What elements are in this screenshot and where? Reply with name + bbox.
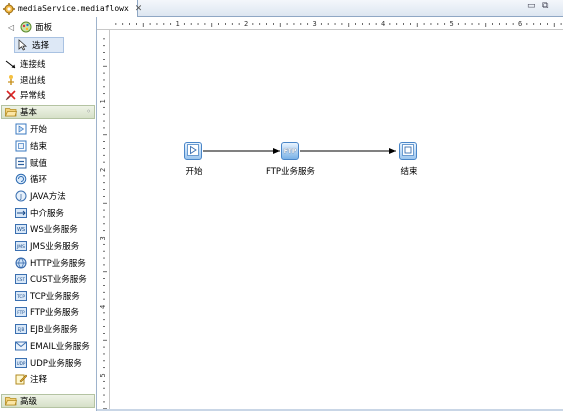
udp-service-icon: UDP — [15, 357, 27, 369]
minimize-icon[interactable]: ▭ — [527, 1, 536, 11]
start-node-label: 开始 — [185, 167, 203, 177]
palette-item-loop[interactable]: 循环 — [0, 171, 96, 187]
editor-tab-bar: mediaService.mediaflowx ✕ ▭ ⧉ — [0, 0, 563, 17]
palette-title: 面板 — [35, 23, 53, 33]
editor-tab[interactable]: mediaService.mediaflowx ✕ — [0, 0, 142, 17]
flow-connections — [203, 148, 396, 154]
ftp-node-label: FTP业务服务 — [266, 167, 316, 177]
assign-icon — [15, 157, 27, 169]
ruler-number: 5 — [99, 373, 107, 377]
ruler-number: 3 — [313, 20, 317, 28]
loop-icon — [15, 173, 27, 185]
start-icon — [15, 123, 27, 135]
palette-tool-exception-line[interactable]: 异常线 — [0, 87, 96, 103]
svg-text:EJB: EJB — [18, 327, 25, 332]
palette-item-end[interactable]: 结束 — [0, 138, 96, 154]
svg-text:FTP: FTP — [17, 310, 25, 315]
ftp-node-icon: FTP — [283, 147, 297, 155]
palette-item-email-service[interactable]: EMAIL业务服务 — [0, 338, 96, 354]
pin-icon[interactable]: ◦ — [86, 107, 91, 116]
http-service-icon — [15, 257, 27, 269]
ftp-service-icon: FTP — [15, 306, 27, 318]
close-icon[interactable]: ✕ — [134, 3, 143, 14]
start-node-icon — [187, 143, 199, 159]
cust-service-icon: CST — [15, 273, 27, 285]
canvas-bottom-border — [97, 409, 563, 411]
end-icon — [15, 140, 27, 152]
connection-icon — [5, 58, 17, 70]
flow-canvas[interactable]: 开始 FTP FTP业务服务 结束 — [110, 30, 563, 411]
svg-text:CST: CST — [17, 277, 25, 282]
java-method-icon: J — [15, 190, 27, 202]
start-node[interactable] — [184, 142, 202, 160]
ftp-node[interactable]: FTP — [281, 142, 299, 160]
exit-line-icon — [5, 74, 17, 86]
end-node[interactable] — [399, 142, 417, 160]
palette-header[interactable]: ◁ 面板 — [0, 19, 96, 35]
collapse-palette-icon[interactable]: ◁ — [8, 22, 15, 32]
email-service-icon — [15, 340, 27, 352]
palette-tool-select[interactable]: 选择 — [14, 37, 64, 53]
palette-item-assign[interactable]: 赋值 — [0, 155, 96, 171]
ruler-number: 3 — [99, 236, 107, 240]
ruler-number: 2 — [99, 168, 107, 172]
ruler-number: 5 — [450, 20, 454, 28]
palette-item-mediation[interactable]: 中介服务 — [0, 205, 96, 221]
ruler-number: 1 — [176, 20, 180, 28]
palette-item-http-service[interactable]: HTTP业务服务 — [0, 255, 96, 271]
ruler-number: 6 — [518, 20, 522, 28]
tcp-service-icon: TCP — [15, 290, 27, 302]
svg-text:J: J — [19, 193, 22, 200]
restore-icon[interactable]: ⧉ — [542, 1, 549, 11]
palette-tool-connection[interactable]: 连接线 — [0, 56, 96, 72]
palette-item-start[interactable]: 开始 — [0, 121, 96, 137]
palette-item-note[interactable]: 注释 — [0, 371, 96, 387]
svg-text:WS: WS — [17, 227, 25, 233]
ws-service-icon: WS — [15, 223, 27, 235]
folder-open-icon — [4, 396, 18, 406]
flow-file-icon — [3, 2, 15, 15]
palette-icon — [20, 21, 32, 33]
svg-text:JMS: JMS — [16, 244, 25, 250]
svg-text:UDP: UDP — [17, 361, 26, 366]
palette: ◁ 面板 选择 连接线 退出线 异常线 基本 ◦ 开始结束赋值循 — [0, 17, 97, 411]
ruler-number: 1 — [99, 99, 107, 103]
end-node-icon — [402, 143, 414, 159]
jms-service-icon: JMS — [15, 240, 27, 252]
pointer-icon — [17, 39, 29, 51]
folder-open-icon — [4, 107, 18, 117]
horizontal-ruler: 1 2 3 4 5 6 — [97, 17, 563, 30]
exception-line-icon — [5, 89, 17, 101]
advanced-drawer[interactable]: 高级 — [1, 394, 95, 408]
vertical-ruler: 1 2 3 4 5 — [97, 30, 110, 411]
palette-tool-exit-line[interactable]: 退出线 — [0, 72, 96, 88]
mediation-icon — [15, 207, 27, 219]
ruler-number: 4 — [99, 305, 107, 309]
note-icon — [15, 373, 27, 385]
editor-tab-title: mediaService.mediaflowx — [18, 4, 129, 13]
ruler-number: 4 — [381, 20, 385, 28]
ruler-number: 2 — [244, 20, 248, 28]
ejb-service-icon: EJB — [15, 323, 27, 335]
svg-text:TCP: TCP — [16, 294, 25, 299]
end-node-label: 结束 — [400, 167, 418, 177]
basic-drawer[interactable]: 基本 ◦ — [1, 105, 95, 119]
